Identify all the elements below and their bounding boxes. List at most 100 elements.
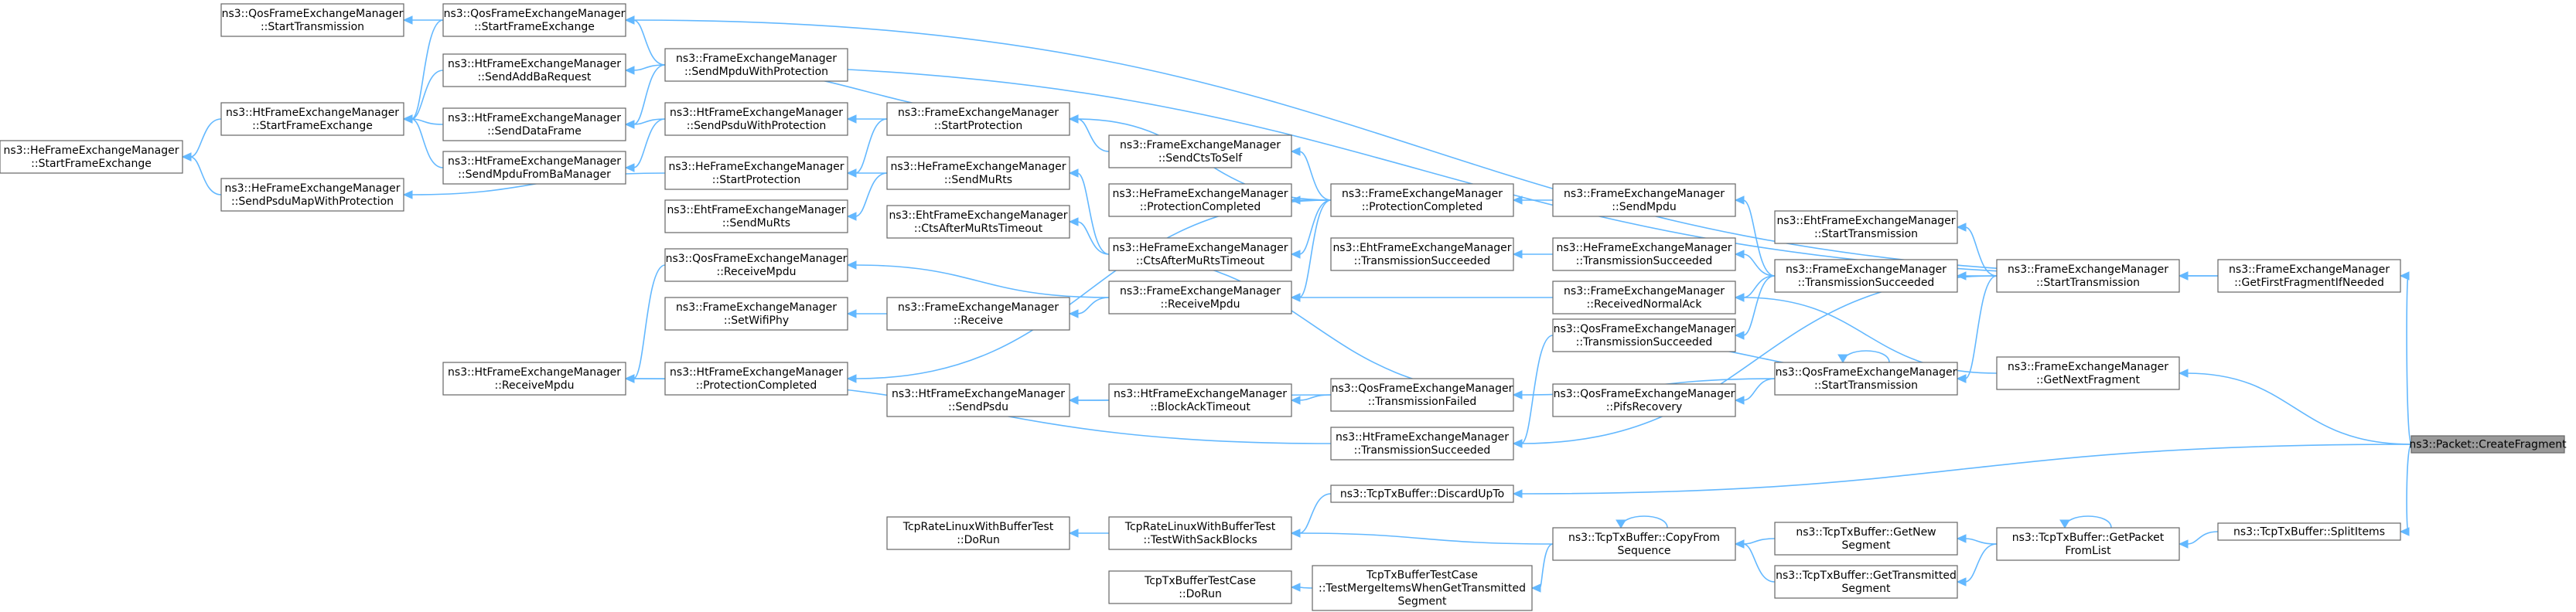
node-label: ns3::TcpTxBuffer::GetTransmitted xyxy=(1776,570,1957,582)
node-frameexchangemanager-sendctstoself[interactable]: ns3::FrameExchangeManager::SendCtsToSelf xyxy=(1108,134,1292,168)
node-label: ::TransmissionFailed xyxy=(1368,396,1477,408)
node-htframeexchangemanager-blockacktimeout[interactable]: ns3::HtFrameExchangeManager::BlockAckTim… xyxy=(1108,383,1292,417)
node-htframeexchangemanager-sendmpdufrombamanager[interactable]: ns3::HtFrameExchangeManager::SendMpduFro… xyxy=(442,151,626,185)
node-frameexchangemanager-sendmpduwithprotection[interactable]: ns3::FrameExchangeManager::SendMpduWithP… xyxy=(664,48,848,82)
node-qosframeexchangemanager-starttransmission[interactable]: ns3::QosFrameExchangeManager::StartTrans… xyxy=(220,3,404,37)
node-box xyxy=(664,248,848,282)
node-label: ::ReceiveMpdu xyxy=(1161,298,1240,311)
edge-n27-n41 xyxy=(2406,275,2412,445)
arrowhead xyxy=(1068,529,1079,538)
edge-n22-n26 xyxy=(1964,226,1998,277)
edge-n45-n46 xyxy=(1742,538,1776,545)
node-box xyxy=(220,3,404,37)
node-tcpratelinuxwithbuffertest-testwithsackblocks[interactable]: TcpRateLinuxWithBufferTest::TestWithSack… xyxy=(1108,516,1292,550)
node-frameexchangemanager-starttransmission[interactable]: ns3::FrameExchangeManager::StartTransmis… xyxy=(1996,259,2180,293)
node-qosframeexchangemanager-receivempdu[interactable]: ns3::QosFrameExchangeManager::ReceiveMpd… xyxy=(664,248,848,282)
node-label: ns3::FrameExchangeManager xyxy=(898,301,1059,314)
node-heframeexchangemanager-transmissionsucceeded[interactable]: ns3::HeFrameExchangeManager::Transmissio… xyxy=(1552,237,1736,271)
arrowhead xyxy=(1290,293,1301,302)
arrowhead xyxy=(402,15,413,25)
node-box xyxy=(220,102,404,136)
node-qosframeexchangemanager-pifsrecovery[interactable]: ns3::QosFrameExchangeManager::PifsRecove… xyxy=(1552,383,1736,417)
arrowhead xyxy=(1512,250,1523,259)
node-box xyxy=(1552,383,1736,417)
node-label: ::DoRun xyxy=(1179,588,1222,600)
edge-n49-n50 xyxy=(1298,586,1313,589)
node-frameexchangemanager-transmissionsucceeded[interactable]: ns3::FrameExchangeManager::TransmissionS… xyxy=(1774,259,1958,293)
node-tcptxbuffer-splititems[interactable]: ns3::TcpTxBuffer::SplitItems xyxy=(2217,522,2401,541)
node-tcptxbuffer-discardupto[interactable]: ns3::TcpTxBuffer::DiscardUpTo xyxy=(1330,484,1514,503)
node-box xyxy=(1330,237,1514,271)
node-ehtframeexchangemanager-starttransmission[interactable]: ns3::EhtFrameExchangeManager::StartTrans… xyxy=(1774,210,1958,244)
node-label: ::StartFrameExchange xyxy=(474,21,595,33)
node-heframeexchangemanager-sendpsdumapwithprotection[interactable]: ns3::HeFrameExchangeManager::SendPsduMap… xyxy=(220,178,404,212)
node-frameexchangemanager-setwifiphy[interactable]: ns3::FrameExchangeManager::SetWifiPhy xyxy=(664,297,848,331)
node-tcptxbuffertestcase-dorun[interactable]: TcpTxBufferTestCase::DoRun xyxy=(1108,570,1292,604)
node-label: ::TransmissionSucceeded xyxy=(1576,255,1713,267)
node-label: ns3::HtFrameExchangeManager xyxy=(448,155,621,168)
node-qosframeexchangemanager-transmissionsucceeded[interactable]: ns3::QosFrameExchangeManager::Transmissi… xyxy=(1552,318,1736,352)
edge-n51-n47 xyxy=(1964,543,1998,583)
node-heframeexchangemanager-protectioncompleted[interactable]: ns3::HeFrameExchangeManager::ProtectionC… xyxy=(1108,183,1292,217)
node-heframeexchangemanager-startprotection[interactable]: ns3::HeFrameExchangeManager::StartProtec… xyxy=(664,156,848,190)
edge-n10-n7 xyxy=(855,118,888,174)
node-frameexchangemanager-receivempdu[interactable]: ns3::FrameExchangeManager::ReceiveMpdu xyxy=(1108,280,1292,314)
node-ehtframeexchangemanager-sendmurts[interactable]: ns3::EhtFrameExchangeManager::SendMuRts xyxy=(664,199,848,233)
node-label: ns3::HtFrameExchangeManager xyxy=(448,58,621,70)
node-label: ::SendDataFrame xyxy=(487,125,582,138)
node-htframeexchangemanager-sendpsduwithprotection[interactable]: ns3::HtFrameExchangeManager::SendPsduWit… xyxy=(664,102,848,136)
node-frameexchangemanager-startprotection[interactable]: ns3::FrameExchangeManager::StartProtecti… xyxy=(886,102,1070,136)
node-ehtframeexchangemanager-transmissionsucceeded[interactable]: ns3::EhtFrameExchangeManager::Transmissi… xyxy=(1330,237,1514,271)
node-box xyxy=(664,48,848,82)
arrowhead xyxy=(2178,271,2189,280)
arrowhead xyxy=(1734,539,1745,549)
edge-n32-n32 xyxy=(1842,350,1890,363)
node-heframeexchangemanager-startframeexchange[interactable]: ns3::HeFrameExchangeManager::StartFrameE… xyxy=(0,140,183,174)
node-label: ::StartFrameExchange xyxy=(252,120,373,132)
node-htframeexchangemanager-receivempdu[interactable]: ns3::HtFrameExchangeManager::ReceiveMpdu xyxy=(442,362,626,396)
node-label: ::GetFirstFragmentIfNeeded xyxy=(2234,277,2384,289)
node-frameexchangemanager-receive[interactable]: ns3::FrameExchangeManager::Receive xyxy=(886,297,1070,331)
node-label: ns3::Packet::CreateFragment xyxy=(2409,439,2567,451)
edge-n47-n47 xyxy=(2064,515,2112,529)
node-label: ns3::TcpTxBuffer::DiscardUpTo xyxy=(1340,488,1504,501)
node-label: ns3::FrameExchangeManager xyxy=(1120,285,1281,298)
node-htframeexchangemanager-senddataframe[interactable]: ns3::HtFrameExchangeManager::SendDataFra… xyxy=(442,107,626,141)
node-frameexchangemanager-protectioncompleted[interactable]: ns3::FrameExchangeManager::ProtectionCom… xyxy=(1330,183,1514,217)
node-htframeexchangemanager-transmissionsucceeded[interactable]: ns3::HtFrameExchangeManager::Transmissio… xyxy=(1330,427,1514,461)
node-htframeexchangemanager-sendaddbarequest[interactable]: ns3::HtFrameExchangeManager::SendAddBaRe… xyxy=(442,53,626,87)
node-tcpratelinuxwithbuffertest-dorun[interactable]: TcpRateLinuxWithBufferTest::DoRun xyxy=(886,516,1070,550)
node-box xyxy=(1774,522,1958,556)
node-label: ::ProtectionCompleted xyxy=(696,379,817,392)
node-box xyxy=(1108,570,1292,604)
node-frameexchangemanager-receivednormalack[interactable]: ns3::FrameExchangeManager::ReceivedNorma… xyxy=(1552,280,1736,314)
node-qosframeexchangemanager-starttransmission[interactable]: ns3::QosFrameExchangeManager::StartTrans… xyxy=(1774,362,1958,396)
node-tcptxbuffertestcase-testmergeitemswhengettransmittedsegment[interactable]: TcpTxBufferTestCase::TestMergeItemsWhenG… xyxy=(1312,565,1533,611)
arrowhead xyxy=(1290,583,1301,592)
node-box xyxy=(1996,259,2180,293)
node-box xyxy=(886,297,1070,331)
arrowhead xyxy=(624,15,635,25)
node-frameexchangemanager-sendmpdu[interactable]: ns3::FrameExchangeManager::SendMpdu xyxy=(1552,183,1736,217)
arrowhead xyxy=(2399,271,2410,280)
node-frameexchangemanager-getnextfragment[interactable]: ns3::FrameExchangeManager::GetNextFragme… xyxy=(1996,356,2180,390)
node-htframeexchangemanager-protectioncompleted[interactable]: ns3::HtFrameExchangeManager::ProtectionC… xyxy=(664,362,848,396)
node-qosframeexchangemanager-transmissionfailed[interactable]: ns3::QosFrameExchangeManager::Transmissi… xyxy=(1330,378,1514,412)
node-heframeexchangemanager-sendmurts[interactable]: ns3::HeFrameExchangeManager::SendMuRts xyxy=(886,156,1070,190)
node-heframeexchangemanager-ctsaftermurtstimeout[interactable]: ns3::HeFrameExchangeManager::CtsAfterMuR… xyxy=(1108,237,1292,271)
node-box xyxy=(1330,427,1514,461)
node-ehtframeexchangemanager-ctsaftermurtstimeout[interactable]: ns3::EhtFrameExchangeManager::CtsAfterMu… xyxy=(886,205,1070,239)
node-qosframeexchangemanager-startframeexchange[interactable]: ns3::QosFrameExchangeManager::StartFrame… xyxy=(442,3,626,37)
node-label: ::SendPsduWithProtection xyxy=(687,120,827,132)
node-htframeexchangemanager-sendpsdu[interactable]: ns3::HtFrameExchangeManager::SendPsdu xyxy=(886,383,1070,417)
node-label: ns3::HtFrameExchangeManager xyxy=(670,107,843,119)
node-frameexchangemanager-getfirstfragmentifneeded[interactable]: ns3::FrameExchangeManager::GetFirstFragm… xyxy=(2217,259,2401,293)
node-htframeexchangemanager-startframeexchange[interactable]: ns3::HtFrameExchangeManager::StartFrameE… xyxy=(220,102,404,136)
arrowhead xyxy=(1734,196,1745,205)
node-packet-createfragment[interactable]: ns3::Packet::CreateFragment xyxy=(2409,435,2567,454)
node-label: ns3::HtFrameExchangeManager xyxy=(448,112,621,124)
